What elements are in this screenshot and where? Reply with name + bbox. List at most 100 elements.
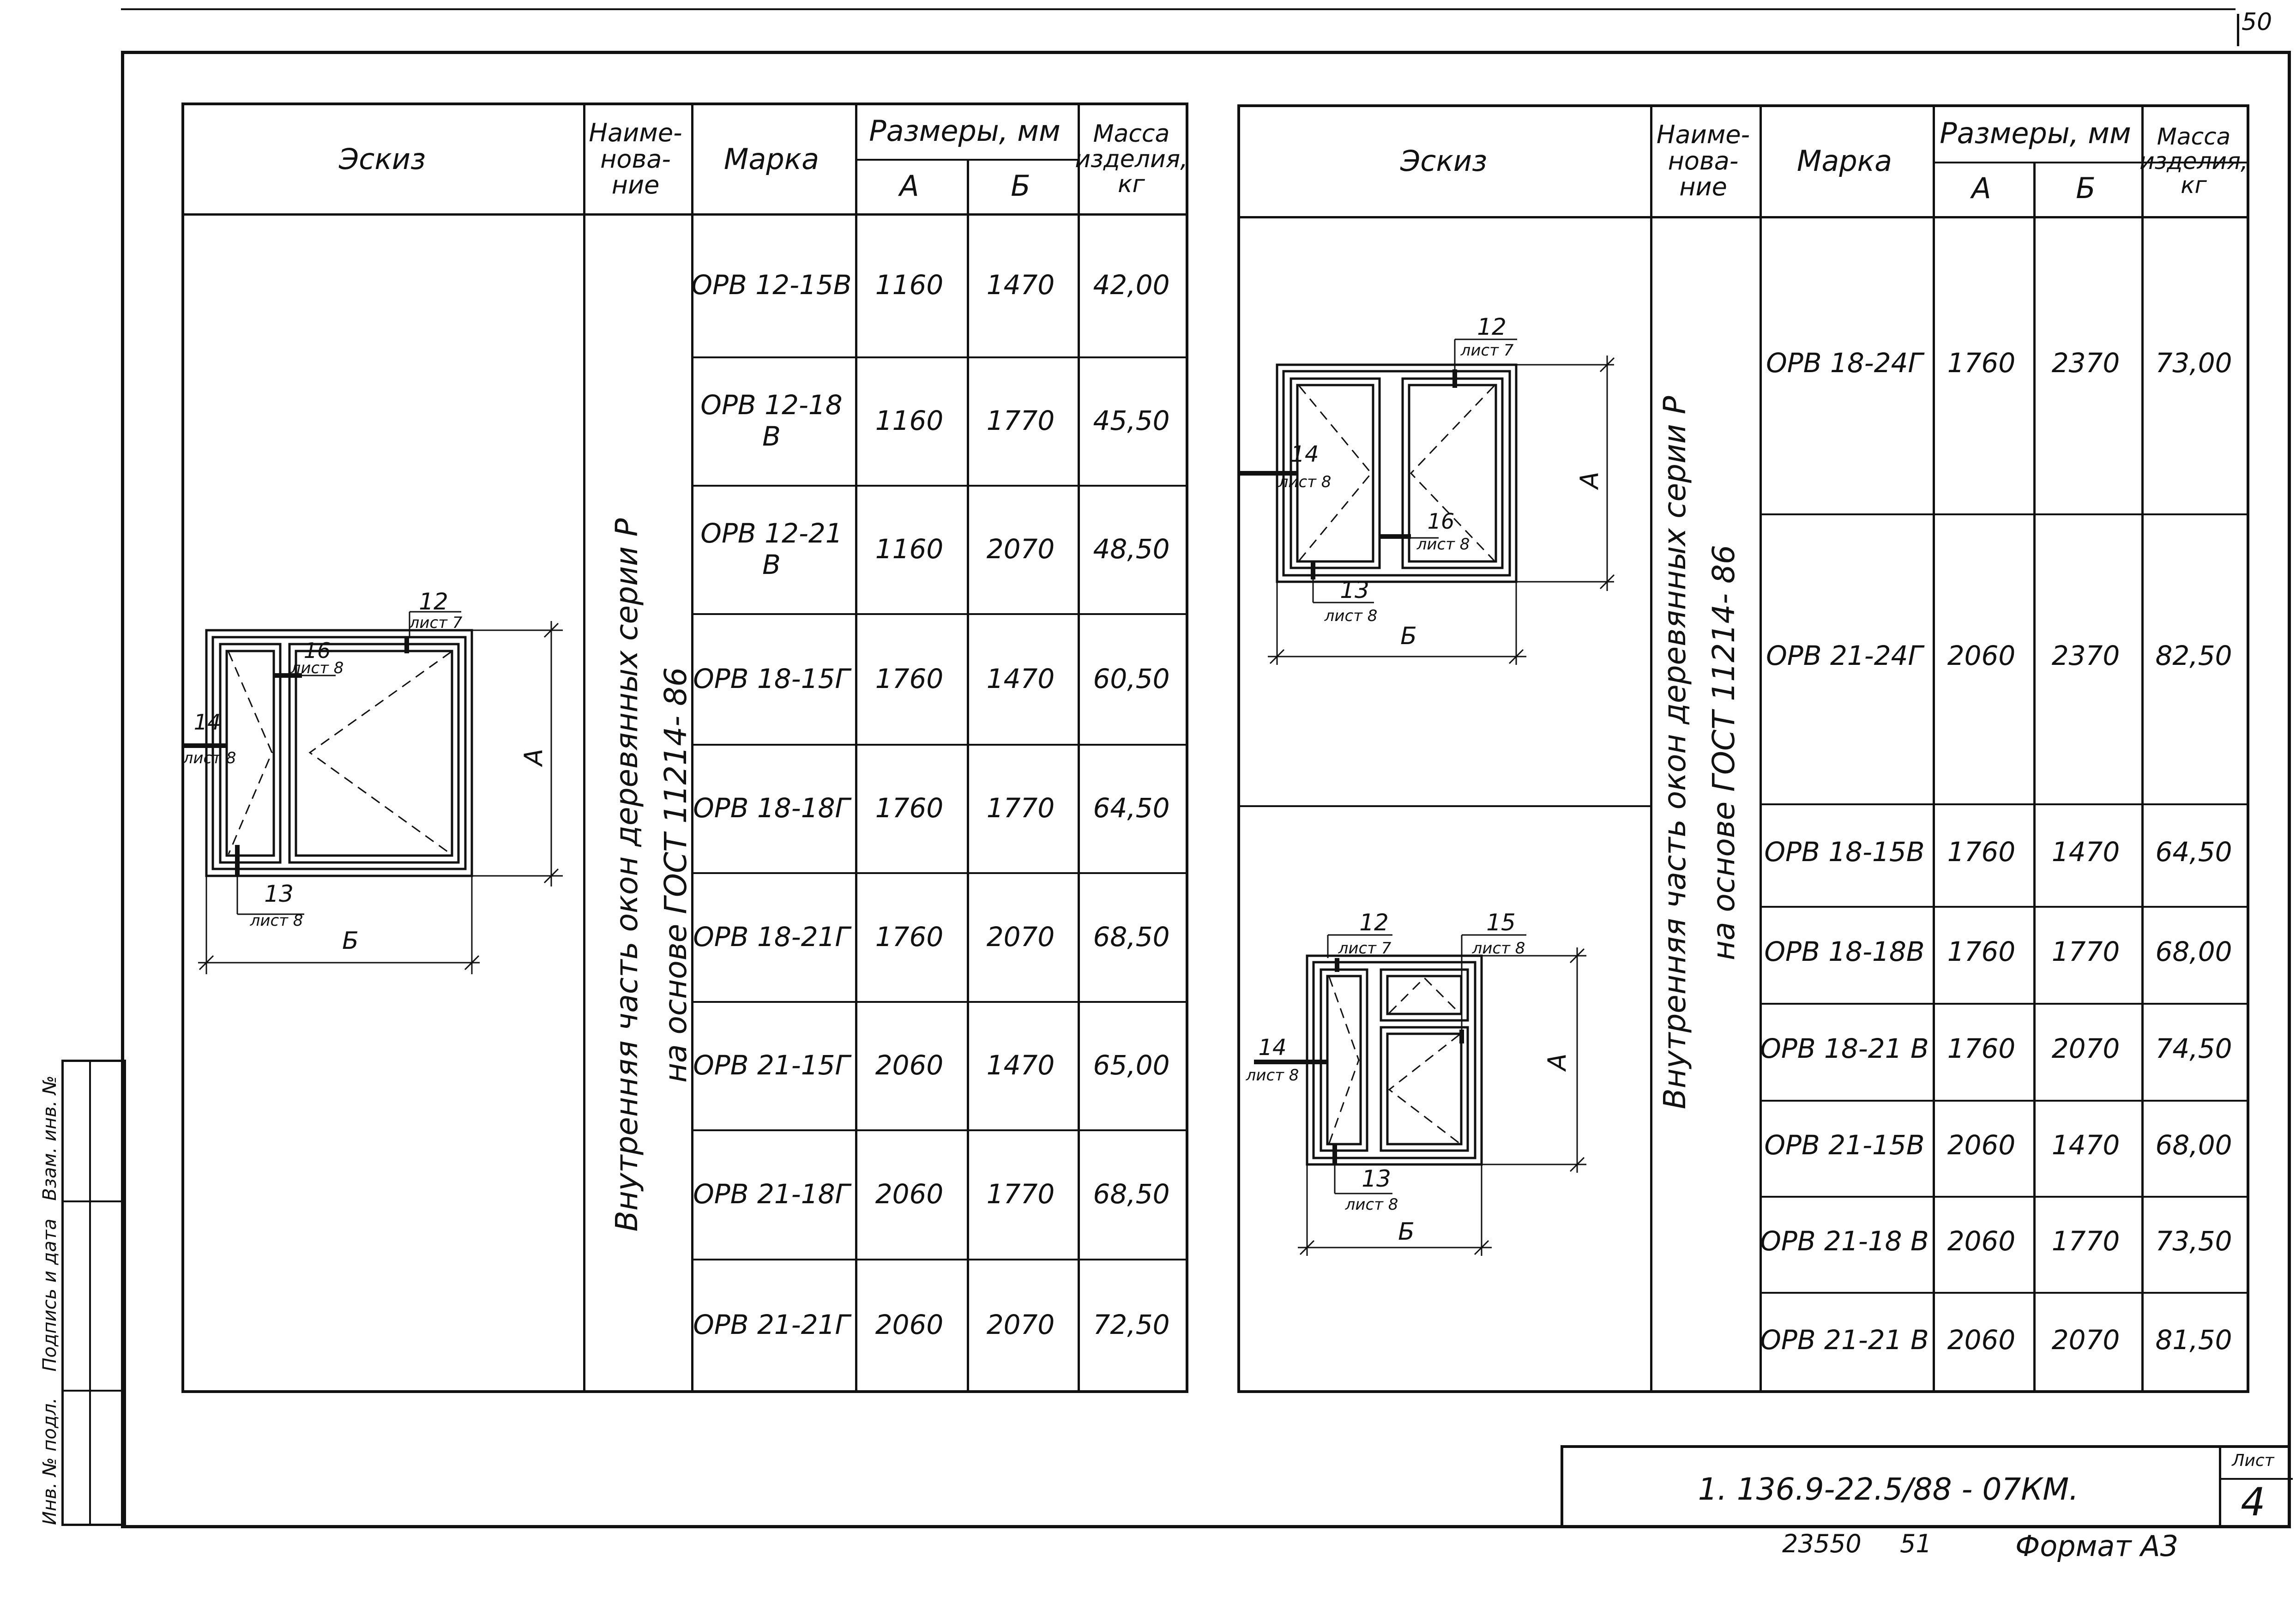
left-row-mass: 45,50 bbox=[1093, 405, 1170, 436]
left-sketch-dim-a: А bbox=[519, 749, 548, 767]
right-header-mass: Масса изделия, кг bbox=[2139, 123, 2248, 199]
right-row-line bbox=[1760, 1003, 2247, 1005]
left-row-dim-b: 1770 bbox=[986, 792, 1055, 824]
left-row-dim-b: 1470 bbox=[986, 663, 1055, 694]
right-sketch2-n12: 12 bbox=[1359, 909, 1389, 936]
right-header-dims: Размеры, мм bbox=[1940, 116, 2131, 151]
right-sketch2-dim-b: Б bbox=[1398, 1218, 1415, 1246]
left-header-sketch: Эскиз bbox=[338, 142, 426, 176]
right-header-dim-b: Б bbox=[2076, 171, 2096, 205]
corner-page-number: 50 bbox=[2242, 8, 2272, 36]
left-sketch-sheet7: лист 7 bbox=[409, 614, 463, 632]
right-row-line bbox=[1760, 1196, 2247, 1198]
left-header-bottom bbox=[184, 213, 1186, 216]
left-row-dim-b: 1470 bbox=[986, 269, 1055, 301]
left-sketch-n14: 14 bbox=[194, 710, 221, 735]
title-block bbox=[1561, 1445, 2293, 1528]
right-row-dim-b: 2070 bbox=[2051, 1324, 2120, 1356]
side-stamp bbox=[61, 1060, 126, 1526]
right-sketch2-sheet8c: лист 8 bbox=[1345, 1195, 1398, 1214]
left-sketch-n16: 16 bbox=[304, 638, 331, 663]
right-sketch2-n13: 13 bbox=[1362, 1165, 1391, 1192]
left-row-mark: ОРВ 18-21Г bbox=[693, 921, 850, 953]
side-stamp-row-line bbox=[64, 1390, 124, 1392]
right-row-mark: ОРВ 18-24Г bbox=[1766, 347, 1923, 379]
right-col-sep-a bbox=[1933, 107, 1935, 1390]
left-row-line bbox=[691, 356, 1188, 358]
right-col-sep-mark bbox=[1760, 107, 1762, 1390]
right-sketch1-n16: 16 bbox=[1428, 509, 1455, 534]
left-row-mass: 42,00 bbox=[1093, 269, 1170, 301]
left-row-dim-a: 1160 bbox=[875, 269, 944, 301]
left-row-dim-a: 1160 bbox=[875, 405, 944, 436]
right-sketch-divider bbox=[1240, 805, 1650, 807]
left-row-mass: 68,50 bbox=[1093, 921, 1170, 953]
left-row-dim-a: 1760 bbox=[875, 792, 944, 824]
right-sketch-1: 12 лист 7 14 лист 8 16 лист 8 13 лист 8 … bbox=[1240, 314, 1615, 665]
right-row-mark: ОРВ 21-15В bbox=[1764, 1129, 1925, 1161]
left-col-sep-mass bbox=[1078, 105, 1080, 1390]
top-trim-line bbox=[121, 8, 2236, 10]
right-row-dim-b: 2370 bbox=[2051, 347, 2120, 379]
right-col-sep-mass bbox=[2141, 107, 2144, 1390]
right-row-dim-b: 2370 bbox=[2051, 640, 2120, 671]
left-row-mass: 65,00 bbox=[1093, 1049, 1170, 1081]
right-sketch1-n13: 13 bbox=[1340, 577, 1369, 603]
left-row-line bbox=[691, 1259, 1188, 1260]
left-row-mass: 60,50 bbox=[1093, 663, 1170, 694]
right-row-line bbox=[1760, 513, 2247, 515]
side-stamp-col-line bbox=[89, 1062, 91, 1524]
right-row-dim-b: 1770 bbox=[2051, 1225, 2120, 1257]
right-row-mass: 64,50 bbox=[2155, 836, 2232, 868]
right-table bbox=[1237, 104, 2249, 1393]
left-row-mark: ОРВ 12-15В bbox=[691, 269, 852, 301]
stamp-sign-date: Подпись и дата bbox=[39, 1218, 60, 1372]
left-sketch-sheet8b: лист 8 bbox=[184, 749, 236, 767]
right-header-sketch: Эскиз bbox=[1400, 144, 1488, 178]
right-header-dim-a: А bbox=[1971, 171, 1991, 205]
left-col-sep-b bbox=[967, 159, 969, 1390]
right-col-sep-b bbox=[2033, 162, 2036, 1390]
right-row-line bbox=[1760, 1292, 2247, 1294]
right-sketch1-n14: 14 bbox=[1290, 441, 1319, 467]
left-row-mass: 64,50 bbox=[1093, 792, 1170, 824]
title-sheet-label: Лист bbox=[2232, 1451, 2274, 1470]
drawing-frame bbox=[121, 51, 2291, 1528]
left-row-mass: 48,50 bbox=[1093, 533, 1170, 565]
left-sketch-dim-b: Б bbox=[342, 927, 359, 955]
left-table bbox=[181, 103, 1188, 1393]
right-row-dim-a: 1760 bbox=[1947, 347, 2016, 379]
left-row-line bbox=[691, 1001, 1188, 1003]
left-row-mass: 72,50 bbox=[1093, 1308, 1170, 1340]
left-row-mark: ОРВ 12-18 В bbox=[700, 389, 843, 452]
right-row-dim-a: 2060 bbox=[1947, 640, 2016, 671]
right-col-sep-name bbox=[1650, 107, 1652, 1390]
right-row-dim-a: 1760 bbox=[1947, 1033, 2016, 1064]
left-col-sep-mark bbox=[691, 105, 693, 1390]
right-header-mark: Марка bbox=[1796, 144, 1892, 178]
right-row-mark: ОРВ 18-18В bbox=[1764, 936, 1925, 967]
title-block-sep bbox=[2219, 1448, 2221, 1528]
right-row-mass: 74,50 bbox=[2155, 1033, 2232, 1064]
left-row-line bbox=[691, 613, 1188, 615]
right-sketch1-sheet8b: лист 8 bbox=[1416, 535, 1470, 554]
right-row-dim-a: 2060 bbox=[1947, 1324, 2016, 1356]
right-row-dim-a: 2060 bbox=[1947, 1225, 2016, 1257]
left-row-dim-a: 1760 bbox=[875, 921, 944, 953]
left-sketch: 12 лист 7 16 лист 8 14 лист 8 13 лист 8 … bbox=[184, 588, 563, 974]
left-row-dim-b: 1770 bbox=[986, 1178, 1055, 1210]
corner-tick bbox=[2237, 14, 2239, 46]
right-row-dim-b: 1470 bbox=[2051, 836, 2120, 868]
right-dims-subline bbox=[1933, 162, 2247, 163]
right-row-mass: 73,50 bbox=[2155, 1225, 2232, 1257]
left-header-dim-b: Б bbox=[1011, 169, 1030, 203]
left-header-dim-a: А bbox=[899, 169, 919, 203]
left-row-mark: ОРВ 21-15Г bbox=[693, 1049, 850, 1081]
right-row-mass: 68,00 bbox=[2155, 936, 2232, 967]
right-sketch1-dim-a: А bbox=[1575, 472, 1604, 490]
right-row-dim-a: 2060 bbox=[1947, 1129, 2016, 1161]
left-col-sep-a bbox=[855, 105, 857, 1390]
right-sketch2-dim-a: А bbox=[1543, 1054, 1572, 1072]
title-code: 1. 136.9-22.5/88 - 07КМ. bbox=[1698, 1471, 2079, 1507]
right-sketch2-sheet7: лист 7 bbox=[1338, 939, 1392, 958]
